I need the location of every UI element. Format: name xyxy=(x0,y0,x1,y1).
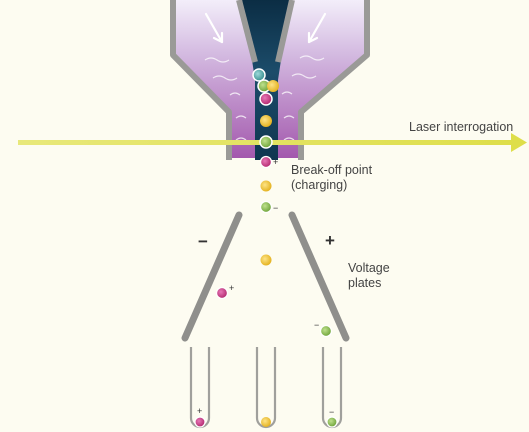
cell-yellow-2 xyxy=(260,115,272,127)
tube-droplets: + − xyxy=(195,406,337,427)
cell-magenta xyxy=(260,93,272,105)
droplet-magenta-deflected xyxy=(217,288,228,299)
cell-teal xyxy=(253,69,265,81)
collection-tubes xyxy=(191,347,341,427)
plate-positive-sign: + xyxy=(325,231,335,250)
charge-breakoff-magenta: + xyxy=(273,157,278,167)
droplet-green-breakoff xyxy=(261,202,272,213)
tube-left-droplet xyxy=(195,417,205,427)
tube-center xyxy=(257,347,275,427)
droplet-green-deflected xyxy=(321,326,332,337)
charge-tube-right: − xyxy=(329,407,334,417)
nozzle xyxy=(173,0,367,160)
tube-center-droplet xyxy=(261,417,271,427)
plate-negative xyxy=(185,215,239,338)
breakoff-label-line1: Break-off point xyxy=(291,163,373,177)
charge-tube-left: + xyxy=(197,406,202,416)
laser-label: Laser interrogation xyxy=(409,120,513,134)
charge-deflected-magenta: + xyxy=(229,283,234,293)
voltage-label-line2: plates xyxy=(348,276,381,290)
droplet-magenta-breakoff xyxy=(261,157,272,168)
droplet-yellow-2 xyxy=(261,255,272,266)
voltage-plates xyxy=(185,215,346,338)
cell-green-2 xyxy=(260,136,272,148)
plate-negative-sign: − xyxy=(198,232,208,251)
tube-right-droplet xyxy=(327,417,337,427)
cell-yellow xyxy=(267,80,279,92)
charge-deflected-green: − xyxy=(314,320,319,330)
breakoff-label-line2: (charging) xyxy=(291,178,347,192)
charge-breakoff-green: − xyxy=(273,203,278,213)
voltage-label-line1: Voltage xyxy=(348,261,390,275)
droplet-yellow-1 xyxy=(261,181,272,192)
